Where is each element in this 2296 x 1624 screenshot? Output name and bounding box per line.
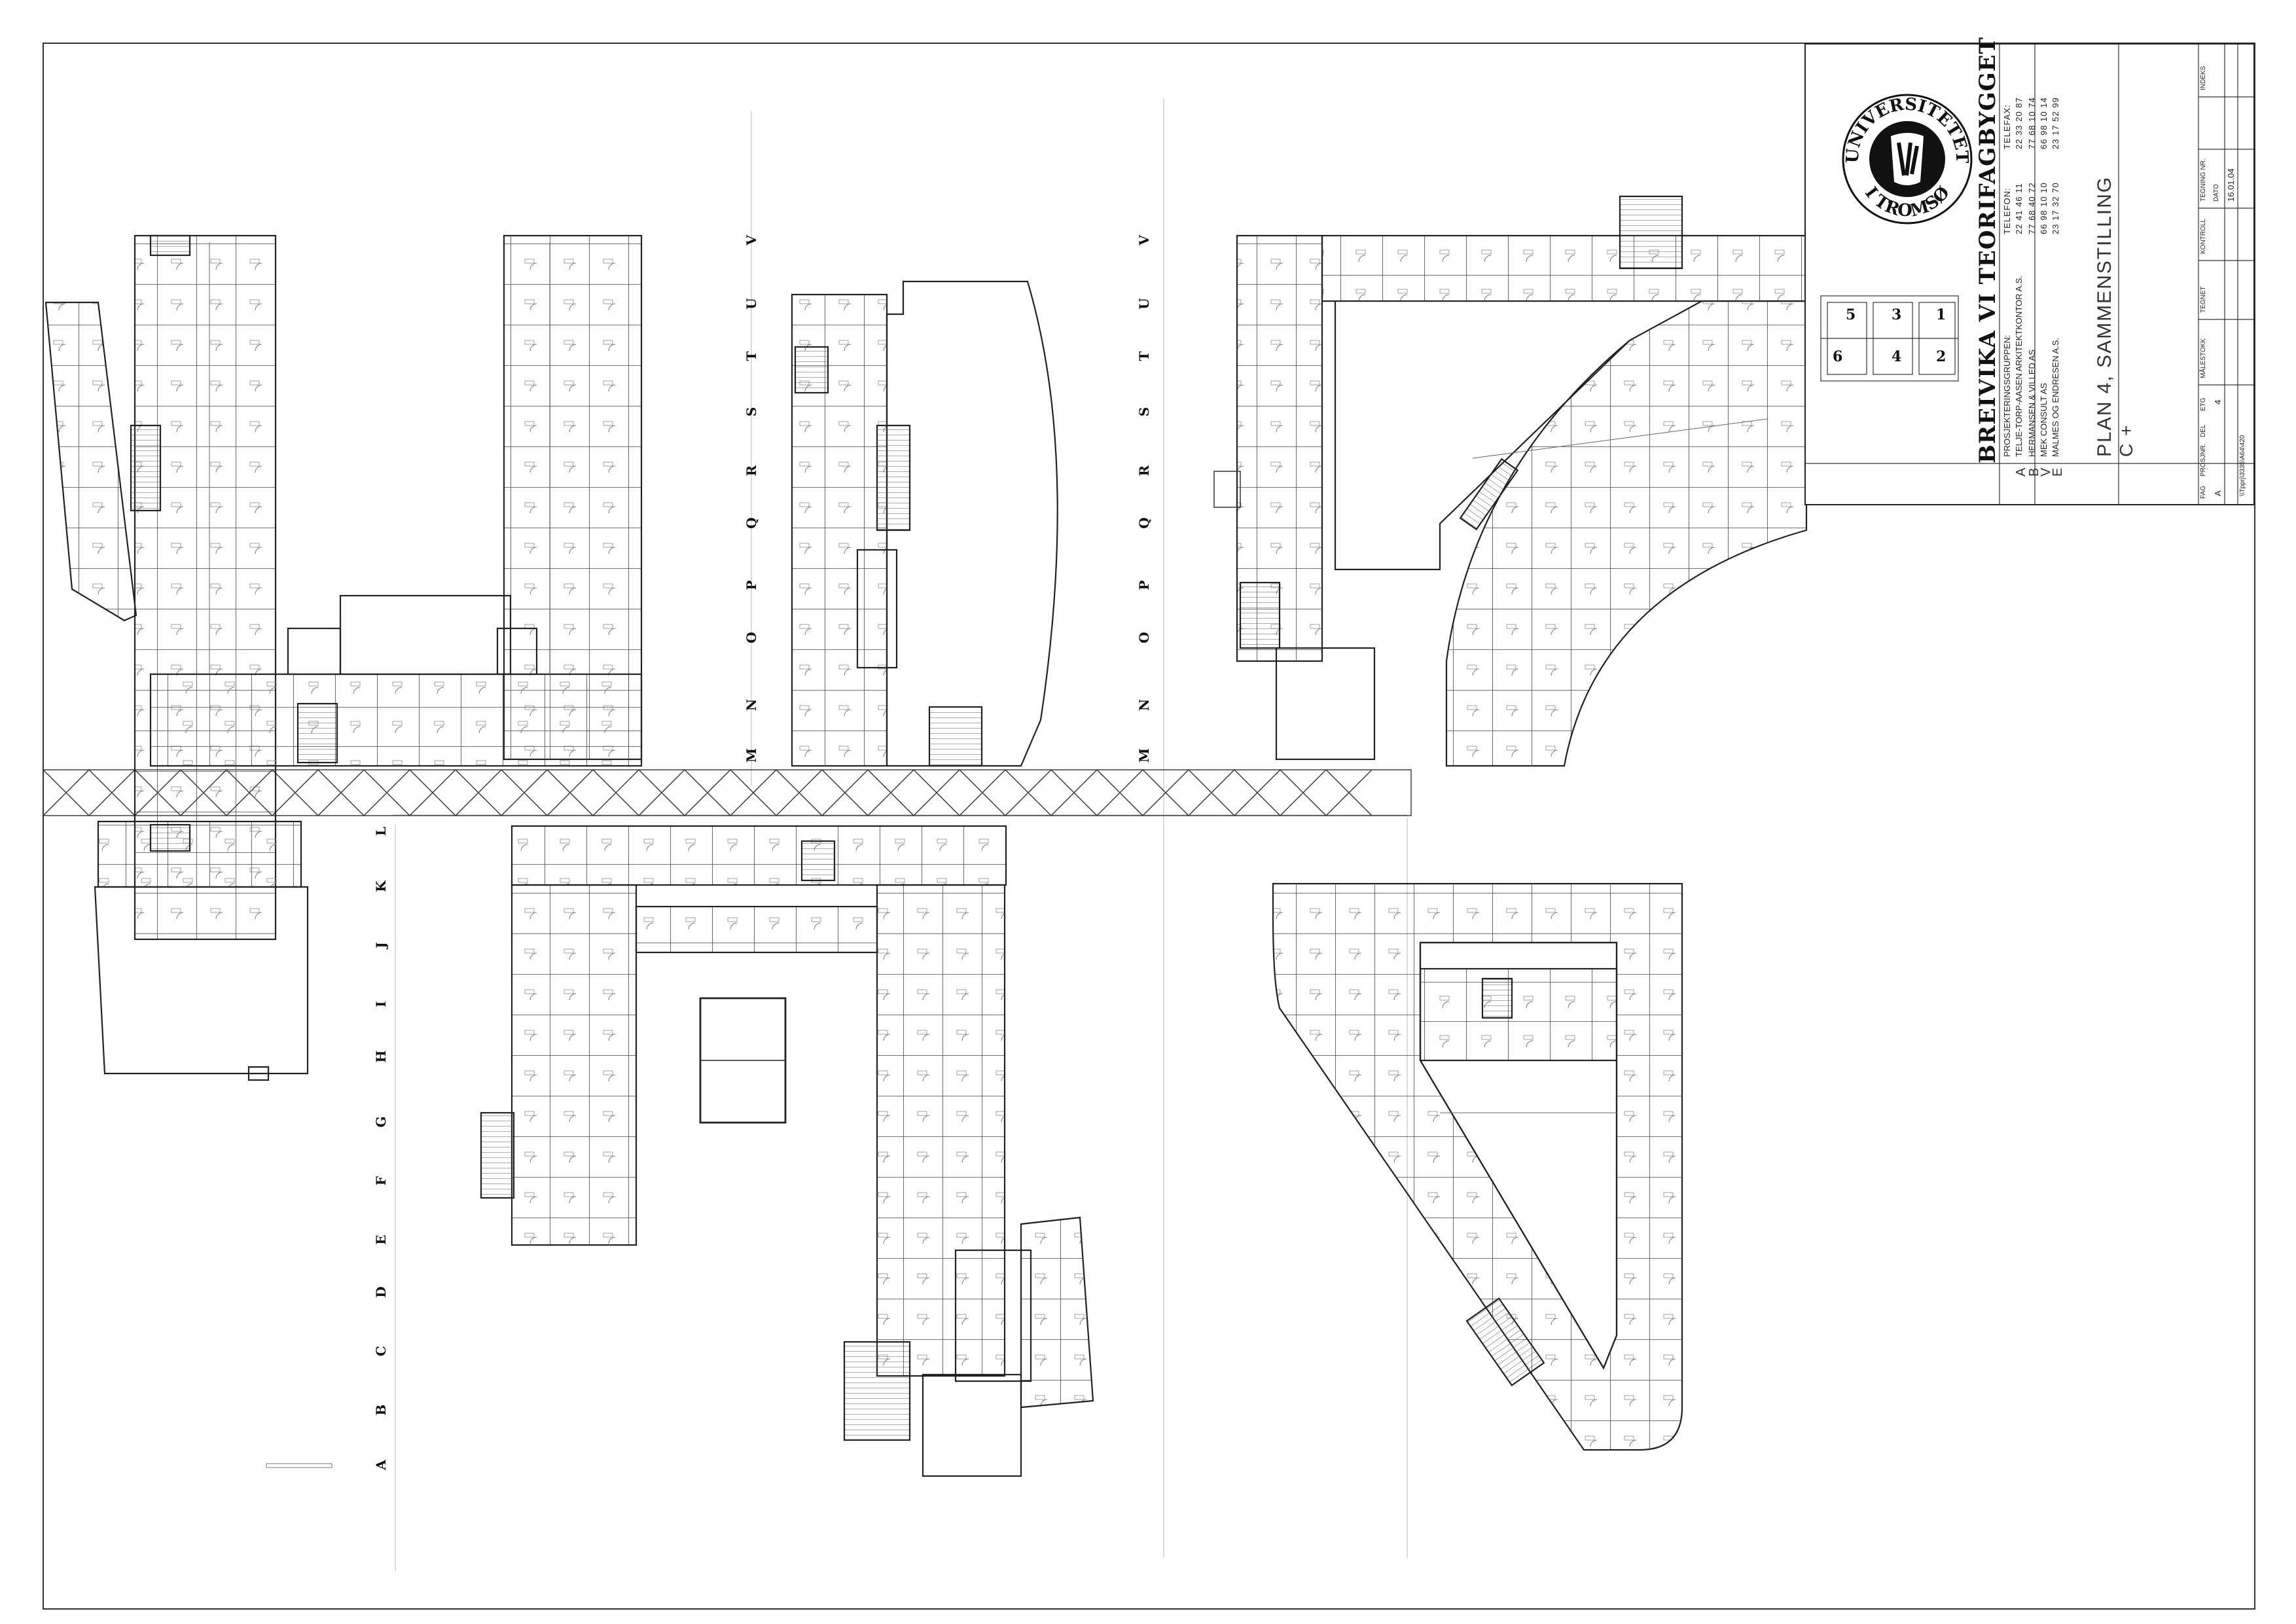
meta-fag: A	[2213, 490, 2223, 496]
key-label: 6	[1833, 348, 1843, 365]
grid-letter: O	[1136, 632, 1152, 643]
title-block-lines	[1806, 45, 2253, 504]
meta-label: ETG	[2200, 397, 2207, 411]
grid-letter: N	[744, 698, 759, 712]
meta-label: TEGNING NR.	[2200, 158, 2207, 202]
grid-letter: Q	[1136, 517, 1152, 529]
consultant-name: MEK CONSULT AS	[2039, 383, 2049, 457]
grid-letter: U	[744, 298, 759, 310]
grid-letter: G	[373, 1116, 389, 1128]
grid-letter: M	[744, 748, 759, 763]
consultant-name: MALMES OG ENDRESEN A.S.	[2051, 337, 2060, 457]
grid-letter: H	[373, 1050, 389, 1063]
detail-box	[1213, 471, 1241, 508]
consultant-fax: 77 68 10 74	[2027, 97, 2037, 149]
key-plan: 1 2 3 4 5 6	[1814, 289, 1965, 388]
grid-letter: F	[373, 1176, 389, 1186]
key-label: 5	[1846, 306, 1856, 323]
plan-title: PLAN 4, SAMMENSTILLING	[2094, 175, 2115, 457]
grid-letter: D	[373, 1286, 389, 1298]
consultant-fax: 22 33 20 87	[2014, 97, 2024, 149]
consultant-fax: 66 98 10 14	[2039, 97, 2049, 149]
meta-file-path: \\Tpprj\3335\A64\420	[2239, 435, 2246, 496]
meta-label: FAG	[2200, 485, 2207, 499]
consultants-heading: PROSJEKTERINGSGRUPPEN:	[2002, 334, 2012, 457]
meta-etg: 4	[2213, 399, 2223, 405]
building-upper-middle	[791, 280, 1058, 767]
grid-letter: A	[373, 1460, 389, 1470]
meta-date: 16.01.04	[2226, 168, 2236, 202]
title-block: UNIVERSITETET I TROMSØ 1 2 3 4 5 6 PROSJ…	[1804, 37, 2255, 505]
grid-letter: T	[744, 351, 759, 361]
meta-label: MÅLESTOKK	[2200, 338, 2207, 378]
consultant-name: HERMANSEN & VILLED AS	[2027, 350, 2037, 457]
grid-letter: B	[373, 1404, 389, 1416]
grid-letter: L	[373, 826, 389, 837]
phone-heading: TELEFON:	[2002, 187, 2012, 234]
key-label: 4	[1892, 348, 1902, 365]
meta-date-label: DATO	[2213, 184, 2220, 202]
key-label: 1	[1936, 306, 1946, 323]
consultant-phone: 77 68 40 72	[2027, 182, 2037, 234]
key-plan-drawing	[1820, 295, 1959, 382]
meta-label: TEGNET	[2200, 286, 2207, 313]
grid-letter: K	[373, 880, 389, 892]
grid-letter: I	[373, 1001, 389, 1007]
grid-letter: M	[1136, 748, 1152, 763]
meta-label: INDEKS	[2200, 65, 2207, 90]
grid-letter: V	[744, 235, 759, 245]
grid-letter: V	[1136, 235, 1152, 245]
project-title: BREIVIKA VI TEORIFAGBYGGET	[1975, 37, 2001, 463]
meta-label: KONTROLL	[2200, 219, 2207, 254]
key-label: 3	[1892, 306, 1902, 323]
plan-index: C +	[2116, 424, 2136, 457]
consultant-phone: 66 98 10 10	[2039, 182, 2049, 234]
university-seal: UNIVERSITETET I TROMSØ	[1842, 94, 1973, 225]
consultant-fax: 23 17 52 99	[2051, 97, 2060, 149]
fax-heading: TELEFAX:	[2002, 104, 2012, 149]
grid-letter: S	[1136, 406, 1152, 417]
grid-letter: R	[1136, 465, 1152, 477]
consultant-name: TELJE-TORP-AASEN ARKITEKTKONTOR A.S.	[2014, 276, 2024, 457]
corridor-bridge	[43, 769, 1412, 816]
grid-letter: R	[744, 465, 759, 477]
grid-letter: U	[1136, 298, 1152, 310]
consultant-phone: 23 17 32 70	[2051, 182, 2060, 234]
building-upper-right	[1236, 195, 1808, 767]
grid-letter: S	[744, 406, 759, 417]
grid-letter: C	[373, 1346, 389, 1356]
scale-bar	[266, 1463, 332, 1468]
grid-letter: Q	[744, 517, 759, 529]
grid-letter: P	[1136, 580, 1152, 590]
grid-letter: N	[1136, 698, 1152, 712]
grid-letter: J	[373, 942, 389, 948]
grid-letter: P	[744, 580, 759, 590]
meta-label: DEL	[2200, 424, 2207, 437]
consultant-code: E	[2051, 467, 2065, 477]
key-label: 2	[1936, 348, 1946, 365]
building-lower-right	[1272, 882, 1683, 1451]
building-lower-left	[94, 820, 309, 1081]
grid-letter: O	[744, 632, 759, 643]
grid-letter: T	[1136, 351, 1152, 361]
meta-label: PROSJNR.	[2200, 443, 2207, 477]
drawing-frame	[43, 43, 2255, 1610]
consultant-phone: 22 41 46 11	[2014, 183, 2024, 234]
grid-letter: E	[373, 1235, 389, 1245]
building-lower-middle	[480, 825, 1094, 1477]
